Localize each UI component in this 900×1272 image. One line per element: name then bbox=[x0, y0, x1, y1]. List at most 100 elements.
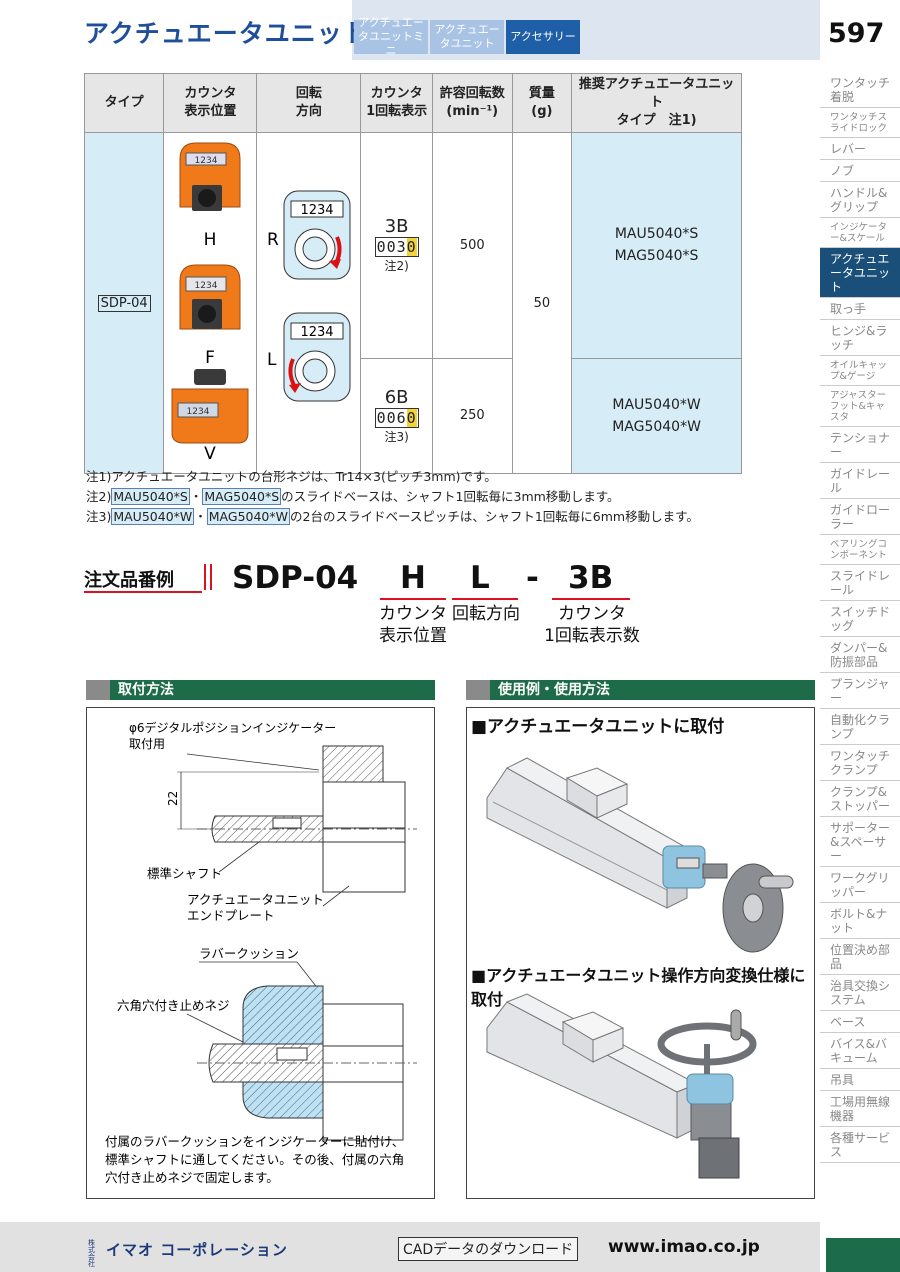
sidebar-item[interactable]: 工場用無線機器 bbox=[820, 1091, 900, 1127]
sidebar-item[interactable]: 自動化クランプ bbox=[820, 709, 900, 745]
usage-section-header: 使用例・使用方法 bbox=[466, 680, 815, 700]
digit: 3 bbox=[396, 238, 407, 257]
sidebar-item[interactable]: オイルキャップ&ゲージ bbox=[820, 356, 900, 386]
indicator-f-image: 1234 bbox=[179, 264, 241, 330]
cell-models-s: MAU5040*S MAG5040*S bbox=[571, 132, 742, 359]
usage-image-1 bbox=[486, 757, 794, 953]
sidebar-item[interactable]: ボルト&ナット bbox=[820, 903, 900, 939]
cell-speed-3b: 500 bbox=[431, 132, 513, 359]
tab-accessory[interactable]: アクセサリー bbox=[506, 20, 580, 54]
sidebar-item[interactable]: スイッチドッグ bbox=[820, 601, 900, 637]
sidebar-item[interactable]: 治具交換システム bbox=[820, 975, 900, 1011]
position-v-label: V bbox=[205, 444, 217, 464]
note-3-model-a: MAU5040*W bbox=[111, 508, 195, 525]
sidebar-item[interactable]: ベース bbox=[820, 1011, 900, 1033]
sidebar-item[interactable]: ノブ bbox=[820, 160, 900, 182]
sidebar-item[interactable]: 取っ手 bbox=[820, 298, 900, 320]
sidebar-item[interactable]: アクチュエータユニット bbox=[820, 248, 900, 298]
th-type: タイプ bbox=[83, 73, 165, 133]
sidebar-item[interactable]: ヒンジ&ラッチ bbox=[820, 320, 900, 356]
digit: 0 bbox=[376, 408, 387, 427]
label-end-plate: アクチュエータユニット bbox=[187, 892, 324, 907]
mount-desc-1: 付属のラバークッションをインジケーターに貼付け、 bbox=[105, 1134, 404, 1149]
usage-panel: ■アクチュエータユニットに取付 ■アクチュエータユニット操作方向変換仕様に取付 bbox=[466, 707, 815, 1199]
sidebar-item[interactable]: ダンパー&防振部品 bbox=[820, 637, 900, 673]
position-f-label: F bbox=[205, 348, 215, 368]
rotation-r-digits: 1234 bbox=[301, 203, 334, 218]
sidebar-item[interactable]: クランプ&ストッパー bbox=[820, 781, 900, 817]
note-2-model-a: MAU5040*S bbox=[111, 488, 190, 505]
sidebar-item[interactable]: 位置決め部品 bbox=[820, 939, 900, 975]
order-pos: H bbox=[400, 560, 426, 596]
cell-counter-6b: 6B 0060 注3) bbox=[360, 357, 433, 475]
counter-code-6b: 6B bbox=[384, 386, 409, 408]
indicator-v-image: 1234 bbox=[171, 369, 249, 444]
th-rot-l1: 回転 bbox=[295, 86, 322, 101]
mount-section-header: 取付方法 bbox=[86, 680, 435, 700]
sidebar-item[interactable]: テンショナー bbox=[820, 427, 900, 463]
sidebar-item[interactable]: ハンドル&グリップ bbox=[820, 182, 900, 218]
th-spd-l2: (min⁻¹) bbox=[446, 104, 499, 119]
rotation-l-diagram: 1234 bbox=[283, 312, 351, 402]
order-cnt: 3B bbox=[568, 560, 614, 596]
sidebar-item[interactable]: スライドレール bbox=[820, 565, 900, 601]
label-phi6-sub: 取付用 bbox=[129, 737, 165, 751]
sidebar-item[interactable]: アジャスターフット&キャスタ bbox=[820, 386, 900, 427]
sidebar-item[interactable]: サポーター&スペーサー bbox=[820, 817, 900, 867]
usage-heading-2: ■アクチュエータユニット操作方向変換仕様に取付 bbox=[471, 966, 806, 1009]
order-pos-desc-l1: カウンタ bbox=[379, 604, 447, 624]
digit: 0 bbox=[386, 408, 397, 427]
sidebar-item[interactable]: 吊具 bbox=[820, 1069, 900, 1091]
th-type-label: タイプ bbox=[104, 95, 144, 110]
note-3-sep: ・ bbox=[194, 509, 207, 524]
tab-actuator-unit[interactable]: アクチュエータユニット bbox=[430, 20, 504, 54]
sidebar-bottom-block bbox=[826, 1238, 900, 1272]
model-mau-w: MAU5040*W bbox=[612, 396, 701, 413]
th-mass-l1: 質量 bbox=[528, 86, 555, 101]
sidebar-item[interactable]: ワークグリッパー bbox=[820, 867, 900, 903]
model-mag-w: MAG5040*W bbox=[612, 418, 701, 435]
model-mau-s: MAU5040*S bbox=[614, 226, 699, 243]
sidebar-item[interactable]: インジケーター&スケール bbox=[820, 218, 900, 248]
th-spd-l1: 許容回転数 bbox=[439, 86, 505, 101]
table-row: SDP-04 1234 H 1234 bbox=[83, 132, 742, 474]
sidebar-item[interactable]: ガイドレール bbox=[820, 463, 900, 499]
order-cnt-underline bbox=[552, 598, 630, 600]
cell-speed-6b: 250 bbox=[431, 357, 513, 475]
sidebar-item[interactable]: ベアリングコンポーネント bbox=[820, 535, 900, 565]
order-cnt-desc-l1: カウンタ bbox=[558, 604, 626, 624]
label-standard-shaft: 標準シャフト bbox=[147, 866, 222, 881]
order-rot-underline bbox=[452, 598, 518, 600]
sidebar-item[interactable]: レバー bbox=[820, 138, 900, 160]
sidebar: ワンタッチ着脱ワンタッチスライドロックレバーノブハンドル&グリップインジケーター… bbox=[820, 72, 900, 1163]
counter-code-3b: 3B bbox=[384, 216, 409, 238]
corp-prefix: 株式会社 bbox=[88, 1239, 95, 1268]
cad-download-link[interactable]: CADデータのダウンロード bbox=[398, 1237, 579, 1261]
order-label-marker bbox=[204, 564, 212, 590]
corp-logo: イマオ コーポレーション bbox=[106, 1241, 288, 1259]
cell-type: SDP-04 bbox=[83, 132, 165, 474]
order-cnt-desc-l2: 1回転表示数 bbox=[544, 626, 640, 646]
mount-diagram: φ6デジタルポジションインジケーター 取付用 22 標準シャフト アクチュエータ… bbox=[105, 720, 417, 1185]
sidebar-item[interactable]: バイス&バキューム bbox=[820, 1033, 900, 1069]
sidebar-item[interactable]: ワンタッチ着脱 bbox=[820, 72, 900, 108]
th-speed: 許容回転数 (min⁻¹) bbox=[431, 73, 513, 133]
sidebar-item[interactable]: ワンタッチスライドロック bbox=[820, 108, 900, 138]
position-h-label: H bbox=[204, 230, 217, 250]
tab-actuator-mini[interactable]: アクチュエータユニットミニ bbox=[354, 16, 428, 57]
mount-section-title: 取付方法 bbox=[118, 682, 174, 698]
sidebar-item[interactable]: ガイドローラー bbox=[820, 499, 900, 535]
th-cnt-l1: カウンタ bbox=[370, 86, 423, 101]
counter-note-6b: 注3) bbox=[384, 429, 409, 444]
order-pos-desc: カウンタ表示位置 bbox=[378, 603, 448, 647]
website-link[interactable]: www.imao.co.jp bbox=[608, 1237, 760, 1257]
sidebar-item[interactable]: プランジャー bbox=[820, 673, 900, 709]
sidebar-item[interactable]: 各種サービス bbox=[820, 1127, 900, 1163]
th-mass: 質量(g) bbox=[511, 73, 573, 133]
mount-desc-2: 標準シャフトに通してください。その後、付属の六角 bbox=[105, 1152, 404, 1167]
note-3-text: の2台のスライドベースピッチは、シャフト1回転毎に6mm移動します。 bbox=[290, 509, 699, 524]
order-label-underline bbox=[84, 591, 202, 593]
sidebar-item[interactable]: ワンタッチクランプ bbox=[820, 745, 900, 781]
